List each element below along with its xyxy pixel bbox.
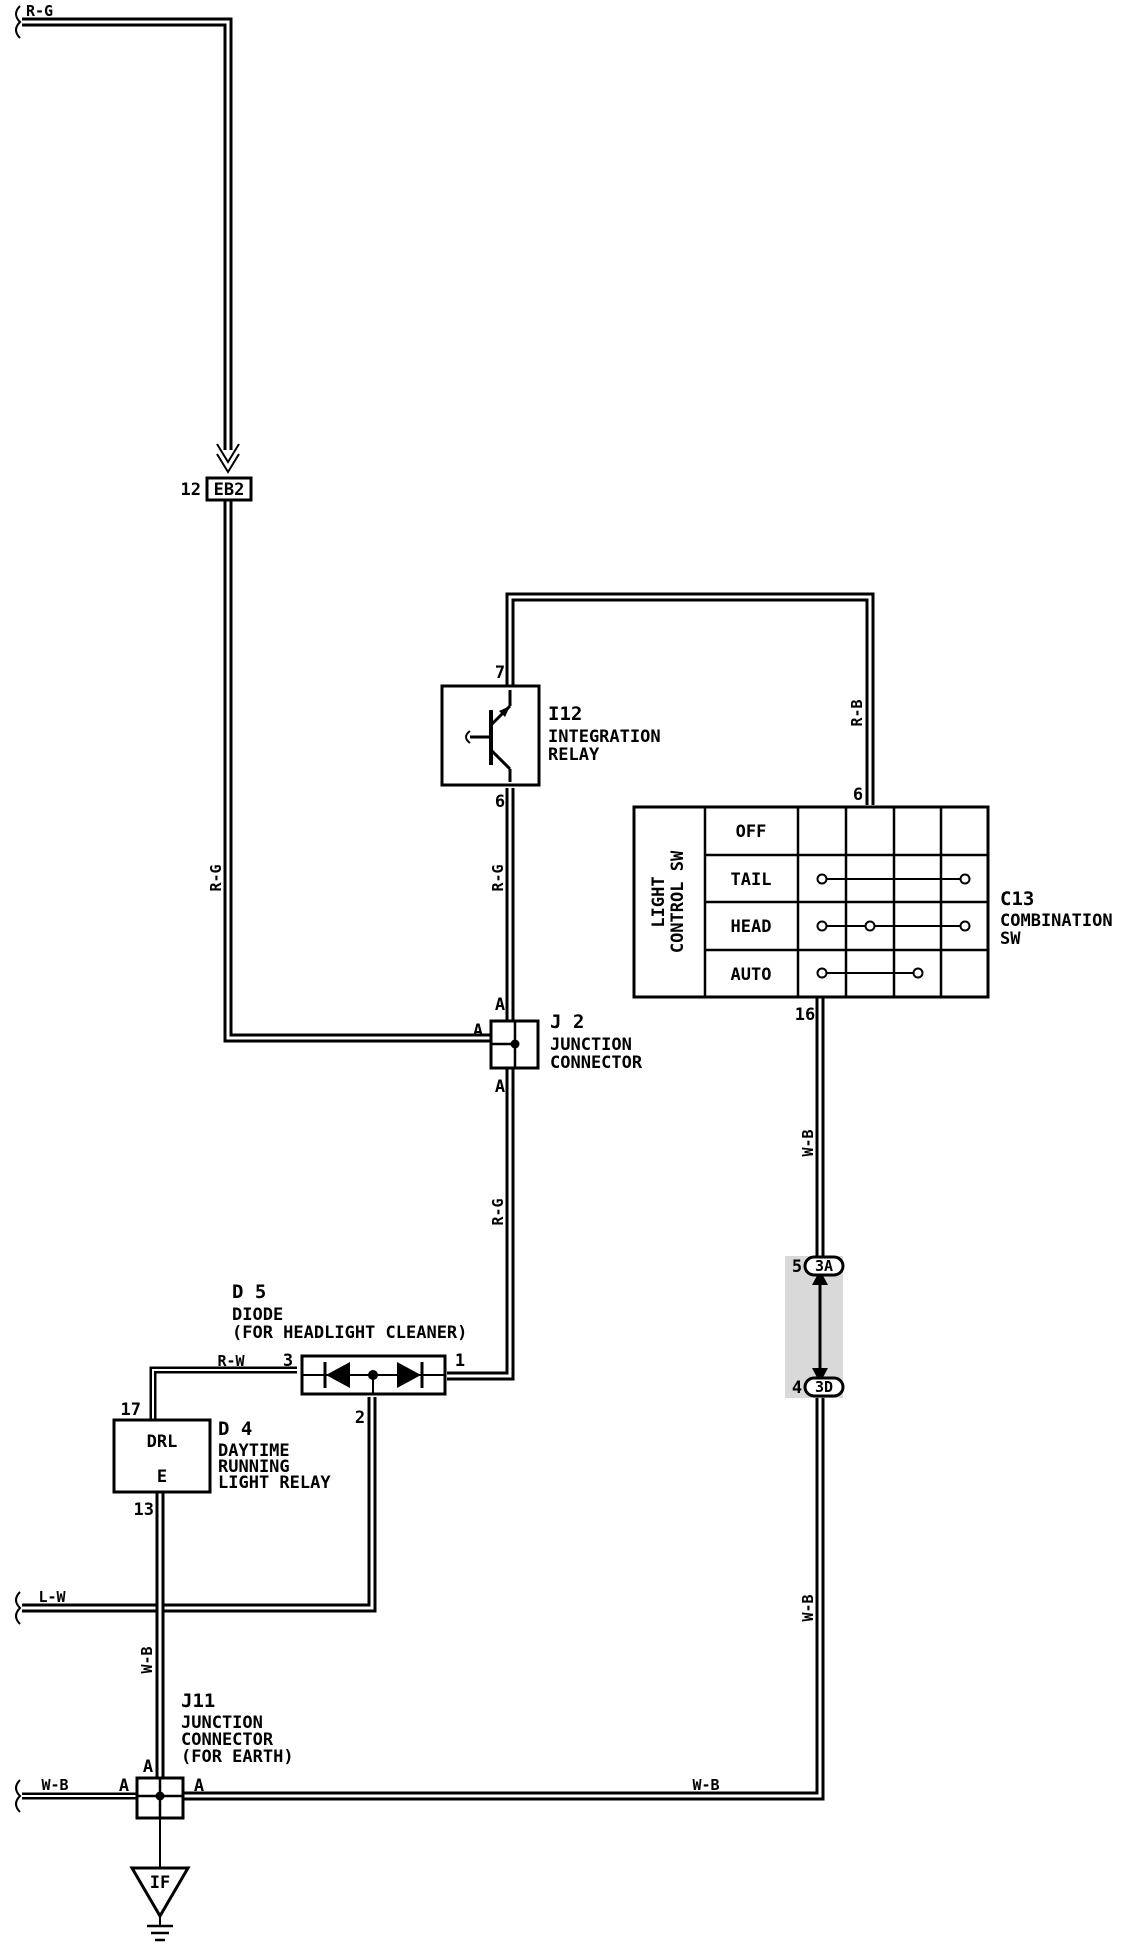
wire-r-b-relay-switch [505,592,875,805]
diode-d5: 3 1 2 D 5 DIODE (FOR HEADLIGHT CLEANER) [232,1281,467,1428]
d4-pin-bottom: 13 [134,1500,154,1520]
j2-pin-top: A [495,995,505,1015]
shaded-connector-area [785,1256,843,1398]
j11-name-3: (FOR EARTH) [181,1747,294,1767]
wire-label-w-b-input: W-B [41,1776,68,1794]
d4-code: D 4 [218,1418,252,1440]
upper-connector-pin: 5 [792,1257,802,1277]
d4-terminal-e: E [157,1467,167,1487]
wire-label-l-w: L-W [38,1588,66,1606]
relay-i12: 7 6 I12 INTEGRATION RELAY [440,663,661,812]
inline-connector-pair: 3A 5 3D 4 [785,1255,845,1398]
i12-pin-bottom: 6 [495,792,505,812]
wire-label-top-left: R-G [26,2,53,20]
c13-side-label-1: LIGHT [649,876,669,927]
junction-j2: A A A J 2 JUNCTION CONNECTOR [473,995,643,1097]
upper-connector-code: 3A [815,1257,833,1275]
c13-position-auto: AUTO [731,965,772,985]
j2-code: J 2 [550,1011,584,1033]
earth-code: IF [150,1873,170,1893]
c13-name-2: SW [1000,929,1021,949]
wire-label-tv-earth: W-B [799,1594,817,1621]
d4-name-1: DAYTIME [218,1441,290,1461]
relay-d4: DRL E 17 13 D 4 DAYTIME RUNNING LIGHT RE… [112,1400,331,1520]
wire-label-earth-bus: W-B [692,1776,719,1794]
d5-name-2: (FOR HEADLIGHT CLEANER) [232,1323,467,1343]
wire-label-relay-switch: R-B [848,699,866,726]
j2-pin-bottom: A [495,1077,505,1097]
c13-auto-contacts [816,967,924,979]
transistor-icon [465,690,512,782]
wire-label-drl-j11: W-B [138,1646,156,1673]
diode-right-icon [397,1362,421,1388]
j11-name-1: JUNCTION [181,1713,263,1733]
j11-pin-top: A [143,1757,153,1777]
junction-j11: A A A J11 JUNCTION CONNECTOR (FOR EARTH) [119,1690,294,1820]
wire-label-diode-drl: R-W [217,1352,245,1370]
i12-code: I12 [548,703,582,725]
switch-c13: LIGHT CONTROL SW OFF TAIL HEAD AUTO 6 16… [632,785,1113,1025]
c13-pin-bottom: 16 [795,1005,815,1025]
d5-name-1: DIODE [232,1305,283,1325]
j11-name-2: CONNECTOR [181,1730,274,1750]
j11-pin-left: A [119,1776,129,1796]
c13-side-label-2: CONTROL SW [668,850,688,953]
wire-break-top-left [15,5,22,39]
c13-head-contacts [816,920,971,932]
d5-pin-bottom: 2 [355,1408,365,1428]
c13-name-1: COMBINATION [1000,911,1113,931]
wire-break-w-b [15,1779,22,1813]
diode-left-icon [326,1362,350,1388]
arrow-up-icon [812,1270,828,1285]
lower-connector-pin: 4 [792,1378,802,1398]
d4-name-3: LIGHT RELAY [218,1473,331,1493]
c13-code: C13 [1000,888,1034,910]
earth-point-if: IF [129,1866,191,1942]
c13-position-off: OFF [736,822,767,842]
i12-pin-top: 7 [495,663,505,683]
d5-code: D 5 [232,1281,266,1303]
wire-w-b-tv-earth [183,1395,825,1801]
eb2-pin: 12 [181,480,201,500]
wire-label-relay-j2: R-G [489,864,507,891]
wire-r-g-left [223,500,490,1043]
c13-tail-contacts [816,873,971,885]
d4-terminal-drl: DRL [147,1432,178,1452]
ground-icon [147,1924,173,1942]
wire-r-w-diode-drl [149,1366,297,1420]
j11-code: J11 [181,1690,215,1712]
j2-pin-left: A [473,1021,483,1041]
c13-position-head: HEAD [731,917,772,937]
connector-eb2: EB2 12 [181,443,253,502]
wire-r-g-j2-diode [447,1055,515,1381]
wire-l-w-input [22,1397,377,1613]
wire-label-left-vertical: R-G [207,864,225,891]
arrow-down-icon [812,1368,828,1383]
wire-label-j2-diode: R-G [489,1198,507,1225]
i12-name-1: INTEGRATION [548,727,661,747]
c13-position-tail: TAIL [731,870,772,890]
c13-pin-top: 6 [853,785,863,805]
i12-name-2: RELAY [548,745,600,765]
arrow-icon [216,443,240,464]
j2-name-2: CONNECTOR [550,1053,643,1073]
wire-r-g-top [22,17,233,450]
d5-pin-left: 3 [283,1351,293,1371]
wire-label-switch-tv: W-B [799,1129,817,1156]
d4-pin-top: 17 [121,1400,141,1420]
lower-connector-code: 3D [815,1378,833,1396]
d4-name-2: RUNNING [218,1457,290,1477]
d5-pin-right: 1 [455,1351,465,1371]
j2-name-1: JUNCTION [550,1035,632,1055]
j11-pin-right: A [194,1776,204,1796]
wire-break-l-w [15,1591,22,1625]
eb2-code: EB2 [214,480,245,500]
